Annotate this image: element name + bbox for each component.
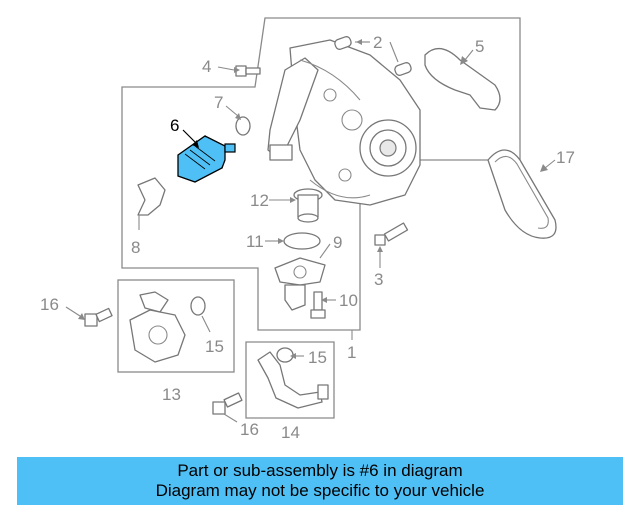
o-ring-part-11 [283,232,321,250]
callout-8: 8 [131,238,140,257]
gasket-part-5 [424,48,501,111]
o-ring-part-15-b [276,347,294,363]
callout-12: 12 [250,191,269,210]
banner-line-2: Diagram may not be specific to your vehi… [155,481,485,500]
callout-15a: 15 [205,337,224,356]
info-banner: Part or sub-assembly is #6 in diagram Di… [17,457,623,505]
bolt-part-4 [235,65,261,77]
leader-lines [65,39,556,423]
callout-6: 6 [170,116,179,135]
callout-9: 9 [333,233,342,252]
callout-4: 4 [202,57,211,76]
thermostat-part-12 [293,188,323,223]
parts-diagram: 1 2 3 4 5 6 7 8 9 10 11 12 13 14 15 15 1… [40,17,575,442]
callout-17: 17 [556,148,575,167]
housing-part-9 [274,257,326,311]
callout-7: 7 [214,93,223,112]
leader-6 [182,129,197,144]
pipe-part-14 [257,351,329,409]
callout-2: 2 [373,33,382,52]
sub-box-14 [245,341,335,419]
callout-1: 1 [347,343,356,362]
callout-3: 3 [374,270,383,289]
bracket-part-8 [137,177,166,216]
callout-16a: 16 [40,295,59,314]
bolt-part-16-a [84,307,113,327]
o-ring-part-15-a [190,296,206,316]
callout-15b: 15 [308,348,327,367]
bolt-part-10 [310,291,326,319]
sensor-part-6-highlighted [177,135,236,183]
water-pump [267,39,421,206]
o-ring-part-7 [235,116,251,136]
callout-10: 10 [339,291,358,310]
callout-14: 14 [281,423,300,442]
callout-11: 11 [246,232,264,251]
bolt-part-16-b [212,392,243,415]
callout-16b: 16 [240,420,259,439]
callout-13: 13 [162,385,181,404]
callout-5: 5 [475,37,484,56]
sub-box-13 [117,279,235,373]
flange-part-13 [129,291,186,363]
banner-line-1: Part or sub-assembly is #6 in diagram [177,461,463,480]
bolt-part-3 [374,222,409,246]
belt-part-17 [487,149,557,239]
